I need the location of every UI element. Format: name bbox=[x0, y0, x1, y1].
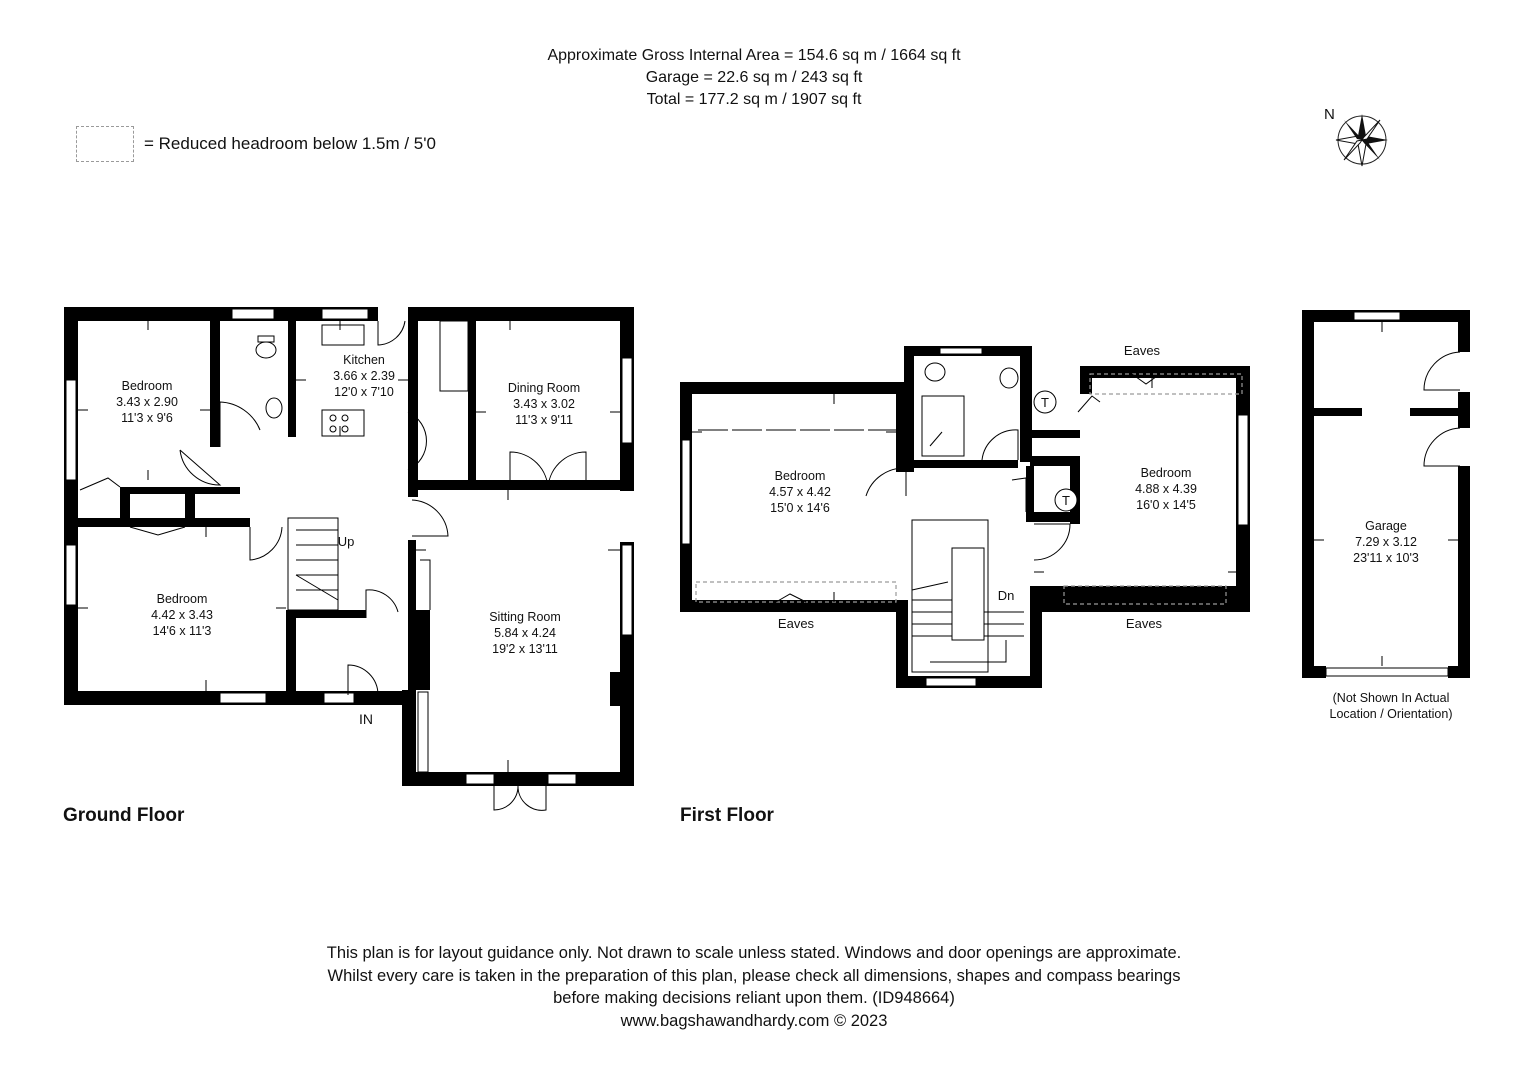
website-copyright: www.bagshawandhardy.com © 2023 bbox=[620, 1011, 888, 1030]
room-metric: 7.29 x 3.12 bbox=[1355, 535, 1417, 549]
room-label-kitchen: Kitchen 3.66 x 2.39 12'0 x 7'10 bbox=[333, 352, 395, 400]
legend-text: = Reduced headroom below 1.5m / 5'0 bbox=[144, 134, 436, 153]
garage-walls bbox=[1302, 310, 1470, 678]
room-name: Bedroom bbox=[774, 469, 826, 483]
room-name: Bedroom bbox=[156, 592, 208, 606]
room-label-first-bedroom-2: Bedroom 4.88 x 4.39 16'0 x 14'5 bbox=[1135, 465, 1197, 513]
ground-floor-title: Ground Floor bbox=[63, 805, 185, 826]
disclaimer-line: This plan is for layout guidance only. N… bbox=[326, 944, 1182, 962]
room-label-bedroom-2: Bedroom 4.42 x 3.43 14'6 x 11'3 bbox=[151, 591, 213, 639]
stairs-down-label: Dn bbox=[997, 588, 1015, 603]
room-imperial: 14'6 x 11'3 bbox=[152, 624, 212, 638]
room-metric: 4.57 x 4.42 bbox=[769, 485, 831, 499]
ground-floor-fixtures bbox=[255, 320, 469, 437]
disclaimer: This plan is for layout guidance only. N… bbox=[0, 942, 1508, 1032]
garage-area-line: Garage = 22.6 sq m / 243 sq ft bbox=[645, 69, 863, 86]
room-name: Bedroom bbox=[1140, 466, 1192, 480]
room-metric: 4.42 x 3.43 bbox=[151, 608, 213, 622]
garage-note-line: Location / Orientation) bbox=[1329, 707, 1453, 721]
room-imperial: 11'3 x 9'11 bbox=[515, 413, 573, 427]
disclaimer-line: before making decisions reliant upon the… bbox=[553, 989, 955, 1007]
ground-floor-doors bbox=[79, 320, 587, 811]
first-floor-walls bbox=[680, 346, 1250, 688]
room-label-sitting-room: Sitting Room 5.84 x 4.24 19'2 x 13'11 bbox=[489, 609, 561, 657]
room-metric: 4.88 x 4.39 bbox=[1135, 482, 1197, 496]
room-imperial: 12'0 x 7'10 bbox=[334, 385, 394, 399]
room-label-bedroom-1: Bedroom 3.43 x 2.90 11'3 x 9'6 bbox=[116, 378, 178, 426]
eaves-label-top: Eaves bbox=[1123, 343, 1161, 358]
room-metric: 3.43 x 2.90 bbox=[116, 395, 178, 409]
disclaimer-line: Whilst every care is taken in the prepar… bbox=[327, 966, 1181, 985]
ground-floor-dimension-ticks bbox=[78, 321, 620, 772]
room-metric: 5.84 x 4.24 bbox=[494, 626, 556, 640]
room-imperial: 19'2 x 13'11 bbox=[492, 642, 558, 656]
reduced-headroom-swatch bbox=[76, 126, 134, 162]
entrance-in-label: IN bbox=[359, 711, 373, 727]
first-floor-fixtures bbox=[921, 362, 1078, 512]
room-imperial: 16'0 x 14'5 bbox=[1136, 498, 1196, 512]
room-name: Sitting Room bbox=[489, 610, 561, 624]
garage-note-line: (Not Shown In Actual bbox=[1332, 691, 1450, 705]
total-area-line: Total = 177.2 sq m / 1907 sq ft bbox=[646, 91, 862, 108]
first-floor-stairs bbox=[911, 519, 1024, 673]
room-name: Bedroom bbox=[121, 379, 173, 393]
garage-doors bbox=[1423, 351, 1461, 467]
stairs-up-label: Up bbox=[337, 534, 355, 549]
legend: = Reduced headroom below 1.5m / 5'0 bbox=[76, 126, 436, 162]
room-label-first-bedroom-1: Bedroom 4.57 x 4.42 15'0 x 14'6 bbox=[769, 468, 831, 516]
room-label-garage: Garage 7.29 x 3.12 23'11 x 10'3 bbox=[1353, 518, 1419, 566]
eaves-dashed-areas bbox=[695, 373, 1243, 605]
first-floor-title: First Floor bbox=[680, 805, 774, 826]
room-name: Garage bbox=[1365, 519, 1407, 533]
first-floor-doors bbox=[698, 373, 1161, 605]
room-imperial: 15'0 x 14'6 bbox=[770, 501, 830, 515]
compass-rose-icon bbox=[1335, 114, 1388, 167]
room-label-dining-room: Dining Room 3.43 x 3.02 11'3 x 9'11 bbox=[508, 380, 580, 428]
room-name: Dining Room bbox=[507, 381, 581, 395]
tank-label-1: T bbox=[1041, 395, 1049, 410]
compass: N bbox=[1320, 104, 1400, 174]
garage-location-note: (Not Shown In Actual Location / Orientat… bbox=[1330, 690, 1453, 722]
eaves-label-left: Eaves bbox=[777, 616, 815, 631]
tank-label-2: T bbox=[1062, 493, 1070, 508]
gross-area-line: Approximate Gross Internal Area = 154.6 … bbox=[547, 47, 961, 64]
room-imperial: 11'3 x 9'6 bbox=[121, 411, 173, 425]
compass-north-label: N bbox=[1324, 106, 1335, 123]
first-floor-dimension-ticks bbox=[692, 378, 1238, 602]
first-floor-windows bbox=[681, 347, 1249, 687]
room-imperial: 23'11 x 10'3 bbox=[1353, 551, 1419, 565]
garage-dimension-ticks bbox=[1314, 322, 1458, 666]
room-metric: 3.66 x 2.39 bbox=[333, 369, 395, 383]
eaves-label-right: Eaves bbox=[1125, 616, 1163, 631]
ground-floor-windows bbox=[65, 308, 633, 785]
room-metric: 3.43 x 3.02 bbox=[513, 397, 575, 411]
ground-floor-stairs bbox=[287, 517, 339, 611]
room-name: Kitchen bbox=[343, 353, 385, 367]
garage-openings bbox=[1325, 311, 1449, 677]
